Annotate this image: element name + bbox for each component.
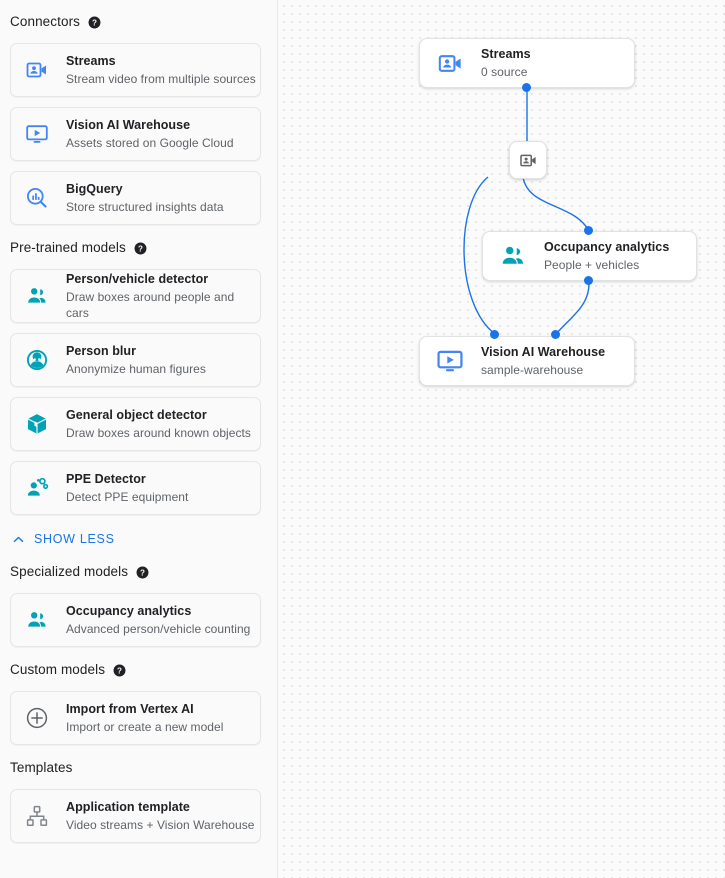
video-camera-person-icon: [519, 154, 536, 166]
bigquery-search-icon: [25, 186, 49, 210]
palette-item-ppe-detector[interactable]: PPE Detector Detect PPE equipment: [10, 461, 261, 515]
graph-node-stream-mini[interactable]: [509, 141, 547, 179]
show-less-label: SHOW LESS: [34, 532, 115, 546]
section-title: Templates: [10, 760, 73, 775]
graph-node-vision-ai-warehouse[interactable]: Vision AI Warehouse sample-warehouse: [419, 336, 635, 386]
palette-item-general-object-detector[interactable]: General object detector Draw boxes aroun…: [10, 397, 261, 451]
ppe-detector-icon: [25, 476, 49, 500]
palette-item-person-vehicle-detector[interactable]: Person/vehicle detector Draw boxes aroun…: [10, 269, 261, 323]
palette-item-bigquery[interactable]: BigQuery Store structured insights data: [10, 171, 261, 225]
help-icon[interactable]: ?: [113, 664, 126, 677]
palette-item-subtitle: Stream video from multiple sources: [66, 72, 256, 86]
palette-item-title: Person blur: [66, 344, 137, 358]
palette-item-text: General object detector Draw boxes aroun…: [66, 407, 251, 441]
section-header-pre-trained-models: Pre-trained models ?: [0, 237, 277, 259]
svg-text:?: ?: [117, 666, 122, 675]
palette-item-subtitle: Store structured insights data: [66, 200, 224, 214]
palette-item-subtitle: Import or create a new model: [66, 720, 224, 734]
palette-item-vision-ai-warehouse[interactable]: Vision AI Warehouse Assets stored on Goo…: [10, 107, 261, 161]
port-warehouse-input-left[interactable]: [490, 330, 499, 339]
palette-item-occupancy-analytics[interactable]: Occupancy analytics Advanced person/vehi…: [10, 593, 261, 647]
palette-item-subtitle: Anonymize human figures: [66, 362, 206, 376]
svg-text:?: ?: [92, 18, 97, 27]
graph-node-text: Vision AI Warehouse sample-warehouse: [481, 344, 605, 378]
palette-item-subtitle: Assets stored on Google Cloud: [66, 136, 234, 150]
graph-node-title: Streams: [481, 47, 531, 61]
graph-canvas[interactable]: Streams 0 source Occupancy analytics Peo…: [278, 0, 725, 878]
palette-item-title: BigQuery: [66, 182, 123, 196]
palette-item-text: Streams Stream video from multiple sourc…: [66, 53, 256, 87]
port-occupancy-input[interactable]: [584, 226, 593, 235]
monitor-play-icon: [436, 347, 464, 375]
palette-item-subtitle: Detect PPE equipment: [66, 490, 189, 504]
person-vehicle-icon: [25, 608, 49, 632]
section-header-connectors: Connectors ?: [0, 11, 277, 33]
section-title: Pre-trained models: [10, 240, 126, 255]
cube-icon: [25, 412, 49, 436]
section-header-templates: Templates: [0, 757, 277, 779]
palette-item-text: Occupancy analytics Advanced person/vehi…: [66, 603, 250, 637]
palette-item-text: Vision AI Warehouse Assets stored on Goo…: [66, 117, 234, 151]
section-header-custom-models: Custom models ?: [0, 659, 277, 681]
section-title: Specialized models: [10, 564, 129, 579]
graph-node-subtitle: 0 source: [481, 65, 528, 79]
section-title: Connectors: [10, 14, 81, 29]
graph-node-subtitle: sample-warehouse: [481, 363, 584, 377]
edge-mini-to-occupancy: [522, 176, 590, 232]
person-blur-icon: [25, 348, 49, 372]
person-vehicle-icon: [499, 242, 527, 270]
graph-edges: [463, 88, 590, 335]
edge-occupancy-to-warehouse: [555, 280, 590, 335]
palette-item-subtitle: Advanced person/vehicle counting: [66, 622, 251, 636]
plus-circle-icon: [25, 706, 49, 730]
section-header-specialized-models: Specialized models ?: [0, 561, 277, 583]
help-icon[interactable]: ?: [88, 16, 101, 29]
help-icon[interactable]: ?: [136, 566, 149, 579]
chevron-up-icon: [13, 536, 24, 542]
person-vehicle-icon: [25, 284, 49, 308]
video-camera-person-icon: [436, 49, 464, 77]
monitor-play-icon: [25, 122, 49, 146]
hierarchy-icon: [25, 804, 49, 828]
graph-node-title: Occupancy analytics: [544, 240, 670, 254]
svg-text:?: ?: [138, 244, 143, 253]
palette-item-title: Occupancy analytics: [66, 604, 192, 618]
port-warehouse-input-right[interactable]: [551, 330, 560, 339]
palette-item-title: PPE Detector: [66, 472, 146, 486]
palette-item-text: Person/vehicle detector Draw boxes aroun…: [66, 271, 260, 321]
palette-item-text: Person blur Anonymize human figures: [66, 343, 206, 377]
graph-node-occupancy-analytics[interactable]: Occupancy analytics People + vehicles: [482, 231, 697, 281]
graph-node-streams[interactable]: Streams 0 source: [419, 38, 635, 88]
palette-item-subtitle: Draw boxes around people and cars: [66, 290, 235, 320]
graph-node-subtitle: People + vehicles: [544, 258, 640, 272]
palette-item-title: General object detector: [66, 408, 207, 422]
port-streams-output[interactable]: [522, 83, 531, 92]
port-occupancy-output[interactable]: [584, 276, 593, 285]
palette-item-title: Import from Vertex AI: [66, 702, 194, 716]
palette-item-import-from-vertex-ai[interactable]: Import from Vertex AI Import or create a…: [10, 691, 261, 745]
palette-item-title: Streams: [66, 54, 116, 68]
svg-text:?: ?: [140, 568, 145, 577]
palette-item-person-blur[interactable]: Person blur Anonymize human figures: [10, 333, 261, 387]
show-less-button[interactable]: SHOW LESS: [12, 529, 115, 549]
palette-item-text: Import from Vertex AI Import or create a…: [66, 701, 223, 735]
graph-node-text: Occupancy analytics People + vehicles: [544, 239, 669, 273]
palette-item-subtitle: Video streams + Vision Warehouse: [66, 818, 255, 832]
palette-item-text: BigQuery Store structured insights data: [66, 181, 224, 215]
palette-item-title: Person/vehicle detector: [66, 272, 209, 286]
palette-item-text: Application template Video streams + Vis…: [66, 799, 254, 833]
palette-item-text: PPE Detector Detect PPE equipment: [66, 471, 188, 505]
palette-item-application-template[interactable]: Application template Video streams + Vis…: [10, 789, 261, 843]
help-icon[interactable]: ?: [134, 242, 147, 255]
graph-node-text: Streams 0 source: [481, 46, 531, 80]
graph-node-title: Vision AI Warehouse: [481, 345, 606, 359]
palette-item-title: Vision AI Warehouse: [66, 118, 191, 132]
palette-item-subtitle: Draw boxes around known objects: [66, 426, 251, 440]
palette-item-title: Application template: [66, 800, 190, 814]
section-title: Custom models: [10, 662, 106, 677]
component-palette-sidebar: Connectors ? Streams Stream video from m…: [0, 0, 278, 878]
video-camera-person-icon: [25, 58, 49, 82]
palette-item-streams[interactable]: Streams Stream video from multiple sourc…: [10, 43, 261, 97]
